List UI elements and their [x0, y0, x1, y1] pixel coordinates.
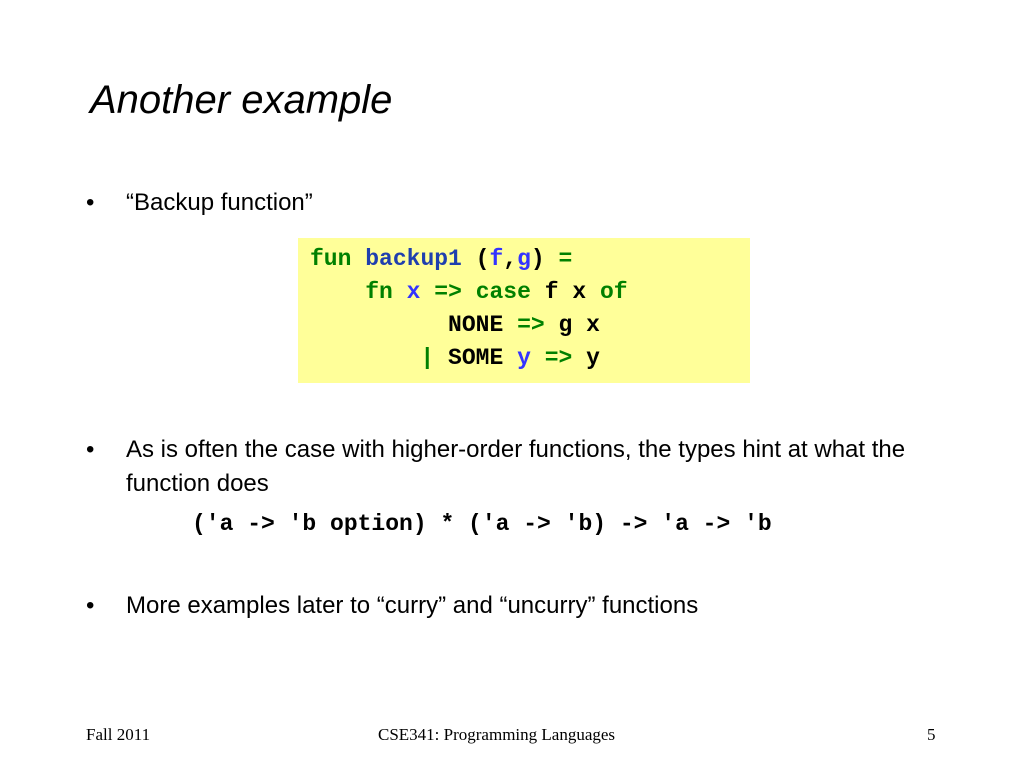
bullet-item: • More examples later to “curry” and “un…	[86, 589, 946, 623]
code-token: x	[406, 279, 421, 305]
code-token: =>	[544, 345, 573, 371]
code-token: x	[572, 279, 587, 305]
bullet-dot: •	[86, 592, 95, 619]
code-token: backup1	[365, 246, 462, 272]
code-token: case	[475, 279, 531, 305]
code-token: f	[489, 246, 504, 272]
footer-date: Fall 2011	[86, 725, 151, 744]
code-token: of	[599, 279, 628, 305]
slide-title: Another example	[90, 78, 393, 122]
bullet-dot: •	[86, 436, 95, 463]
code-token: fn	[365, 279, 393, 305]
code-token: =>	[517, 312, 545, 338]
code-token: x	[586, 312, 600, 338]
code-token: y	[517, 345, 531, 371]
code-token: g	[558, 312, 573, 338]
code-token: ,	[503, 246, 518, 272]
code-token: (	[475, 246, 490, 272]
code-token: =>	[434, 279, 462, 305]
code-token: f	[544, 279, 559, 305]
bullet-text: “Backup function”	[126, 189, 313, 216]
code-token: fun	[310, 246, 352, 272]
code-token: )	[530, 246, 545, 272]
bullet-dot: •	[86, 189, 95, 216]
code-token: |	[420, 345, 435, 371]
bullet-item: • “Backup function”	[86, 186, 946, 220]
code-token: NONE	[448, 312, 504, 338]
footer-course: CSE341: Programming Languages	[378, 725, 616, 744]
bullet-item: • As is often the case with higher-order…	[86, 433, 946, 501]
bullet-text: As is often the case with higher-order f…	[126, 436, 906, 497]
type-signature: ('a -> 'b option) * ('a -> 'b) -> 'a -> …	[192, 511, 772, 537]
code-token: y	[586, 345, 600, 371]
code-token: =	[558, 246, 573, 272]
code-line-2: fn x => case f x of	[310, 276, 628, 309]
code-line-3: NONE => g x	[310, 309, 600, 342]
code-line-1: fun backup1 (f,g) =	[310, 243, 572, 276]
code-token: g	[517, 246, 531, 272]
code-token: SOME	[448, 345, 504, 371]
code-line-4: | SOME y => y	[310, 342, 600, 375]
bullet-text: More examples later to “curry” and “uncu…	[126, 592, 699, 619]
footer-page-number: 5	[927, 725, 936, 744]
code-block: fun backup1 (f,g) = fn x => case f x of …	[298, 238, 750, 383]
